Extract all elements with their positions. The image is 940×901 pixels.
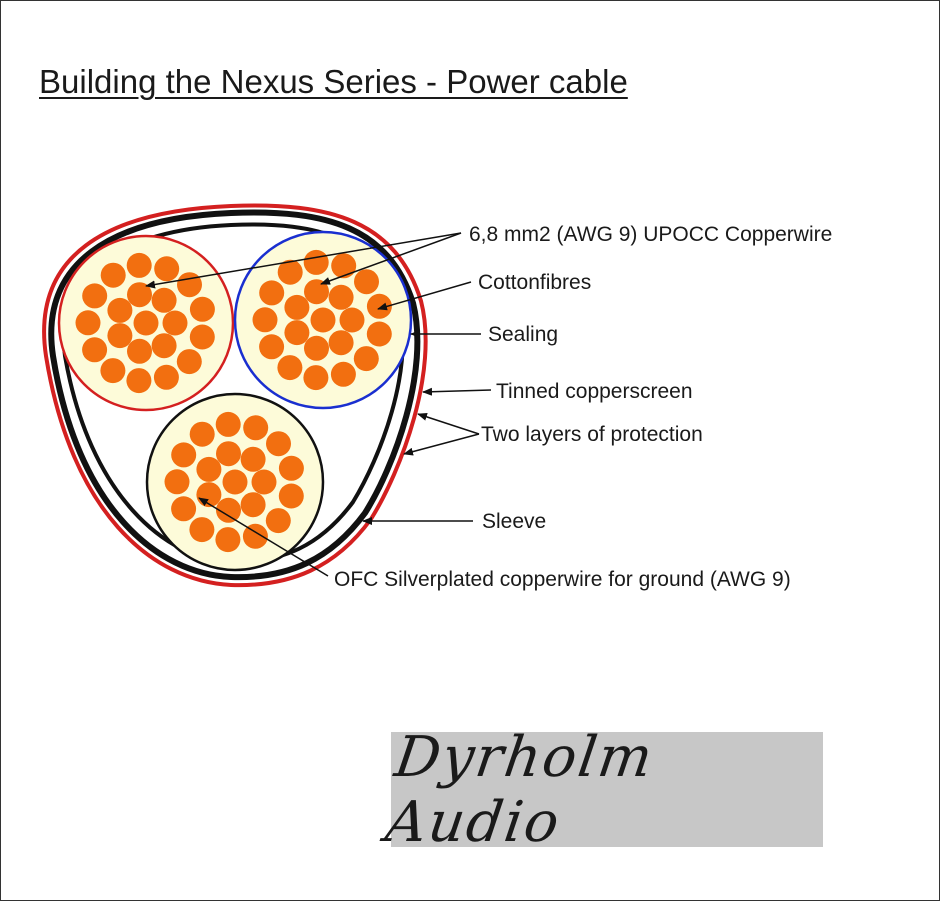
copper-strand <box>107 297 133 323</box>
protection-layer-outer <box>48 209 421 581</box>
label-cottonfibres: Cottonfibres <box>478 271 591 294</box>
leader-arrows <box>145 232 492 577</box>
page-title: Building the Nexus Series - Power cable <box>39 63 628 100</box>
copper-strand <box>277 355 303 381</box>
copper-strand <box>189 517 215 543</box>
copper-strand <box>354 269 379 295</box>
copper-strand <box>278 483 304 509</box>
label-protection: Two layers of protection <box>481 423 703 446</box>
copper-strand <box>171 442 197 468</box>
copper-strand <box>126 368 152 394</box>
copper-strand <box>100 358 126 384</box>
arrow-copperscreen <box>422 387 492 396</box>
copper-strand <box>265 508 291 534</box>
copper-strand <box>127 338 152 364</box>
copper-strand <box>240 492 266 518</box>
copper-strand <box>303 249 329 275</box>
arrow-protection-top <box>417 413 480 435</box>
copper-strand <box>243 415 269 441</box>
arrow-cottonfibres <box>377 281 472 311</box>
copper-strand <box>82 283 108 309</box>
copper-strand <box>331 253 357 279</box>
arrow-copperwire-left <box>145 232 462 289</box>
copper-strand <box>339 307 365 333</box>
copper-strand <box>304 335 329 361</box>
copper-strand <box>242 523 268 549</box>
label-ground: OFC Silverplated copperwire for ground (… <box>334 568 791 591</box>
logo-wordmark: Dyrholm Audio <box>381 724 659 855</box>
copper-strand <box>304 279 329 305</box>
arrow-protection-bottom <box>403 433 480 456</box>
copper-strand <box>151 333 177 359</box>
copper-strand <box>310 307 336 333</box>
copper-strand <box>177 272 202 298</box>
copper-strand <box>196 456 222 482</box>
copper-strand <box>216 441 241 467</box>
copper-strand <box>353 346 379 372</box>
copper-strand <box>189 324 215 350</box>
label-sealing: Sealing <box>488 323 558 346</box>
copper-strand <box>216 497 241 523</box>
copper-strand <box>215 411 241 437</box>
copper-strand <box>278 455 304 481</box>
label-sleeve: Sleeve <box>482 510 546 533</box>
copper-strand <box>153 364 179 390</box>
copper-strand <box>259 334 285 360</box>
copper-strand <box>176 349 202 375</box>
outer-red-sheath <box>42 203 428 588</box>
copper-strand <box>240 446 266 472</box>
copper-strand <box>330 361 356 387</box>
copper-strand <box>171 496 197 522</box>
copper-strand <box>82 337 108 363</box>
copper-strand <box>277 259 303 285</box>
copper-strand <box>222 469 248 495</box>
copper-strand <box>133 310 159 336</box>
copper-strand <box>366 321 392 347</box>
protection-layer-gap <box>55 216 412 572</box>
copper-strand <box>75 310 101 336</box>
copper-strand <box>284 294 310 320</box>
copper-strand <box>154 256 180 282</box>
copper-strand <box>252 307 278 333</box>
copper-strand <box>100 262 126 288</box>
copper-strand <box>162 310 188 336</box>
copper-strand <box>189 296 215 322</box>
copper-strand <box>215 527 241 553</box>
copper-strands <box>75 249 392 553</box>
copper-strand <box>266 431 291 457</box>
copper-strand <box>251 469 277 495</box>
copper-strand <box>303 365 329 391</box>
copper-strand <box>328 330 354 356</box>
copper-strand <box>164 469 190 495</box>
label-copperscreen: Tinned copperscreen <box>496 380 693 403</box>
arrow-ground <box>198 497 329 577</box>
copper-strand <box>151 287 177 313</box>
copper-strand <box>259 280 285 306</box>
copper-strand <box>328 284 354 310</box>
copper-strand <box>284 320 310 346</box>
copper-strand <box>107 323 133 349</box>
copper-strand <box>189 421 215 447</box>
copper-strand <box>126 252 152 278</box>
logo-panel: Dyrholm Audio <box>382 725 823 855</box>
arrow-copperwire-right <box>320 232 462 285</box>
label-copperwire: 6,8 mm2 (AWG 9) UPOCC Copperwire <box>469 223 832 246</box>
